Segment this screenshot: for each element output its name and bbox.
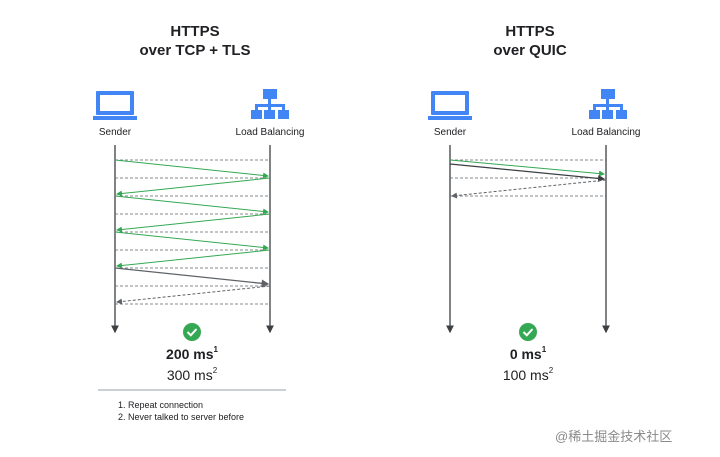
right-handshake-arrows <box>449 159 607 199</box>
right-sender-label: Sender <box>433 127 467 138</box>
right-metric-primary-value: 0 ms <box>509 346 542 362</box>
right-title-line2: over QUIC <box>493 42 567 59</box>
watermark-text: @稀土掘金技术社区 <box>555 429 673 444</box>
right-metric-secondary-sup: 2 <box>548 366 554 376</box>
left-arrow-7 <box>114 267 270 288</box>
footnote-1: 1. Repeat connection <box>118 400 204 410</box>
left-handshake-arrows <box>114 159 271 305</box>
right-arrow-3 <box>451 179 607 199</box>
right-title-line1: HTTPS <box>505 23 555 40</box>
left-metric-primary: 200 ms1 <box>142 345 242 362</box>
left-arrow-5 <box>114 231 269 251</box>
left-dashed-rows <box>115 159 270 305</box>
right-metric-primary-sup: 1 <box>541 345 547 355</box>
right-arrow-2 <box>449 163 606 183</box>
right-arrow-1 <box>449 159 605 177</box>
left-metric-primary-sup: 1 <box>213 345 218 355</box>
right-metric-secondary: 100 ms2 <box>478 366 578 383</box>
left-arrow-3 <box>114 195 269 215</box>
left-lb-label: Load Balancing <box>235 127 305 138</box>
left-arrow-4 <box>116 213 271 233</box>
footnote-2: 2. Never talked to server before <box>118 412 245 422</box>
right-check-circle-icon <box>519 323 537 341</box>
right-metric-secondary-value: 100 ms <box>502 367 549 383</box>
left-arrow-2 <box>116 177 271 197</box>
right-title: HTTPS over QUIC <box>445 22 615 60</box>
right-metric-primary: 0 ms1 <box>478 345 578 362</box>
right-lb-label: Load Balancing <box>571 127 641 138</box>
left-metric-primary-value: 200 ms <box>166 346 214 362</box>
left-sender-label: Sender <box>98 127 132 138</box>
left-metric-secondary: 300 ms2 <box>142 366 242 383</box>
left-arrow-6 <box>116 249 271 269</box>
right-dashed-rows <box>450 159 606 197</box>
left-metric-secondary-value: 300 ms <box>166 367 213 383</box>
right-sender-laptop-icon <box>428 91 472 120</box>
left-arrow-1 <box>114 159 269 179</box>
left-load-balancer-icon <box>251 89 289 119</box>
left-title-line1: HTTPS <box>170 23 220 40</box>
footnotes: 1. Repeat connection 2. Never talked to … <box>118 399 318 423</box>
left-metric-secondary-sup: 2 <box>212 366 218 376</box>
left-arrow-8 <box>116 285 271 305</box>
left-check-circle-icon <box>183 323 201 341</box>
left-title-line2: over TCP + TLS <box>139 42 251 59</box>
right-load-balancer-icon <box>589 89 627 119</box>
left-sender-laptop-icon <box>93 91 137 120</box>
left-title: HTTPS over TCP + TLS <box>110 22 280 60</box>
